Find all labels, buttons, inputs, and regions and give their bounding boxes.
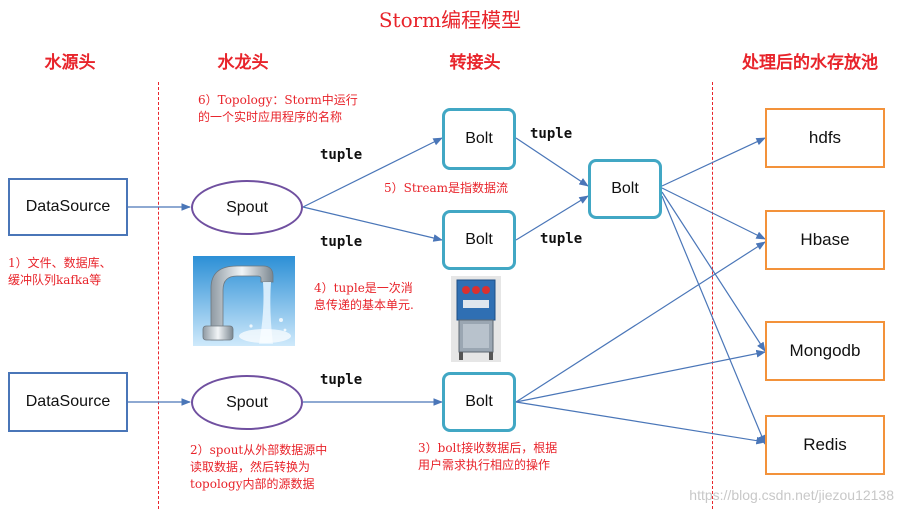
bolt-label-bottom: Bolt	[465, 393, 493, 410]
storage-node-hdfs: hdfs	[765, 108, 885, 168]
storage-label-hdfs: hdfs	[808, 128, 842, 147]
note-stream: 5）Stream是指数据流	[384, 181, 509, 195]
note-topology-line2: 的一个实时应用程序的名称	[198, 110, 343, 124]
note-spout-line1: 2）spout从外部数据源中	[190, 443, 328, 457]
bolt-label-right: Bolt	[611, 180, 639, 197]
note-spout-line2: 读取数据，然后转换为	[190, 460, 311, 474]
note-tuple-line1: 4）tuple是一次消	[314, 281, 413, 295]
note-topology: 6）Topology：Storm中运行 的一个实时应用程序的名称	[198, 92, 358, 126]
edge-bolttop-boltright	[515, 137, 589, 187]
adapter-machine-photo	[451, 276, 501, 362]
note-spout-line3: topology内部的源数据	[190, 477, 315, 491]
storage-label-redis: Redis	[803, 435, 847, 454]
note-datasource: 1）文件、数据库、 缓冲队列kafka等	[8, 255, 112, 289]
column-heading-pool: 处理后的水存放池	[742, 53, 878, 73]
edge-spout1-boltmid	[302, 206, 443, 242]
storage-label-mongodb: Mongodb	[789, 341, 861, 360]
storage-node-hbase: Hbase	[765, 210, 885, 270]
watermark: https://blog.csdn.net/jiezou12138	[689, 487, 894, 503]
note-spout: 2）spout从外部数据源中 读取数据，然后转换为 topology内部的源数据	[190, 442, 327, 493]
note-bolt-line1: 3）bolt接收数据后，根据	[418, 441, 558, 455]
edge-label-tuple-1: tuple	[320, 147, 363, 163]
storage-node-mongodb: Mongodb	[765, 321, 885, 381]
edge-boltbottom-mongodb	[515, 349, 766, 403]
note-bolt: 3）bolt接收数据后，根据 用户需求执行相应的操作	[418, 440, 557, 474]
faucet-photo	[193, 256, 295, 346]
spout-node-2: Spout	[191, 375, 303, 430]
note-tuple-line2: 息传递的基本单元.	[314, 298, 414, 312]
spout-node-1: Spout	[191, 180, 303, 235]
note-bolt-line2: 用户需求执行相应的操作	[418, 458, 551, 472]
storage-label-hbase: Hbase	[800, 230, 850, 249]
bolt-node-top: Bolt	[442, 108, 516, 170]
spout-label-2: Spout	[226, 393, 268, 411]
edge-label-tuple-3: tuple	[320, 372, 363, 388]
note-datasource-line1: 1）文件、数据库、	[8, 256, 112, 270]
datasource-node-1: DataSource	[8, 178, 128, 236]
column-heading-adapter: 转接头	[449, 53, 501, 73]
note-topology-line1: 6）Topology：Storm中运行	[198, 93, 358, 107]
bolt-node-right: Bolt	[588, 159, 662, 219]
edge-label-tuple-2: tuple	[320, 234, 363, 250]
bolt-node-mid: Bolt	[442, 210, 516, 270]
edge-boltbottom-redis	[515, 401, 766, 445]
bolt-label-mid: Bolt	[465, 231, 493, 248]
storage-node-redis: Redis	[765, 415, 885, 475]
edge-boltright-redis	[661, 195, 766, 445]
datasource-label-2: DataSource	[25, 393, 111, 410]
datasource-label-1: DataSource	[25, 198, 111, 215]
edge-boltright-mongodb	[661, 191, 766, 352]
divider-right	[712, 82, 713, 509]
edge-boltright-hbase	[661, 187, 766, 240]
bolt-node-bottom: Bolt	[442, 372, 516, 432]
bolt-label-top: Bolt	[465, 130, 493, 147]
spout-label-1: Spout	[226, 198, 268, 216]
datasource-node-2: DataSource	[8, 372, 128, 432]
edge-boltbottom-hbase	[515, 241, 766, 403]
note-tuple: 4）tuple是一次消 息传递的基本单元.	[314, 280, 414, 314]
column-heading-source: 水源头	[44, 53, 96, 73]
edge-label-tuple-4: tuple	[530, 126, 573, 142]
edge-boltmid-boltright	[515, 195, 589, 241]
edge-spout1-bolttop	[302, 137, 443, 208]
column-heading-tap: 水龙头	[217, 53, 269, 73]
note-datasource-line2: 缓冲队列kafka等	[8, 273, 102, 287]
diagram-title: Storm编程模型	[378, 8, 522, 32]
edge-label-tuple-5: tuple	[540, 231, 583, 247]
divider-left	[158, 82, 159, 509]
edge-boltright-hdfs	[661, 137, 766, 187]
